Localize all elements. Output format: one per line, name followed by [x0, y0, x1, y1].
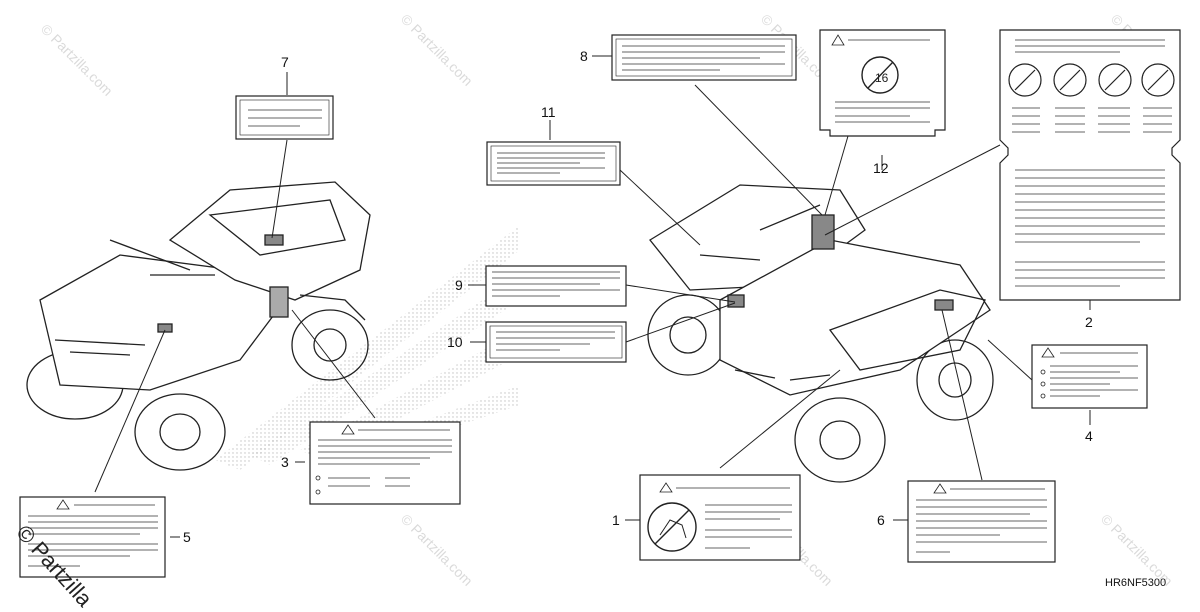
label-5 [19, 496, 166, 578]
warning-triangle-icon [56, 499, 70, 510]
warning-triangle-icon [659, 482, 673, 493]
warning-triangle-icon [341, 424, 355, 435]
watermark: © Partzilla.com [398, 511, 476, 589]
callout-2: 2 [1085, 314, 1093, 330]
callout-6: 6 [877, 512, 885, 528]
atv-right-illustration [647, 184, 994, 483]
callout-7: 7 [281, 54, 289, 70]
callout-3: 3 [281, 454, 289, 470]
callout-numbers: 7 11 8 12 2 9 10 4 3 5 1 6 [183, 48, 1093, 545]
no-passenger-icon [647, 502, 697, 552]
label-8 [611, 34, 797, 81]
label-6 [907, 480, 1056, 563]
label-1 [639, 474, 801, 561]
watermark: © Partzilla.com [38, 21, 116, 99]
label-2 [999, 29, 1181, 301]
warning-triangle-icon [933, 483, 947, 494]
leader-lines [94, 55, 1091, 538]
callout-9: 9 [455, 277, 463, 293]
label-11 [486, 141, 621, 186]
label-7 [235, 95, 334, 140]
warning-triangle-icon [1041, 347, 1055, 358]
callout-1: 1 [612, 512, 620, 528]
prohibition-circle-icon [1008, 63, 1175, 97]
age-glyph: 16 [875, 71, 889, 85]
diagram-code: HR6NF5300 [1105, 577, 1166, 589]
label-10 [485, 321, 627, 363]
atv-left-illustration [26, 181, 371, 471]
prohibition-circle-icon [861, 56, 899, 94]
callout-12: 12 [873, 160, 889, 176]
label-3 [309, 421, 461, 505]
callout-8: 8 [580, 48, 588, 64]
warning-triangle-icon [831, 34, 845, 46]
callout-10: 10 [447, 334, 463, 350]
label-9 [485, 265, 627, 307]
callout-11: 11 [541, 104, 556, 120]
label-12: 16 [819, 29, 946, 137]
callout-5: 5 [183, 529, 191, 545]
label-4 [1031, 344, 1148, 409]
watermark: © Partzilla.com [398, 11, 476, 89]
callout-4: 4 [1085, 428, 1093, 444]
